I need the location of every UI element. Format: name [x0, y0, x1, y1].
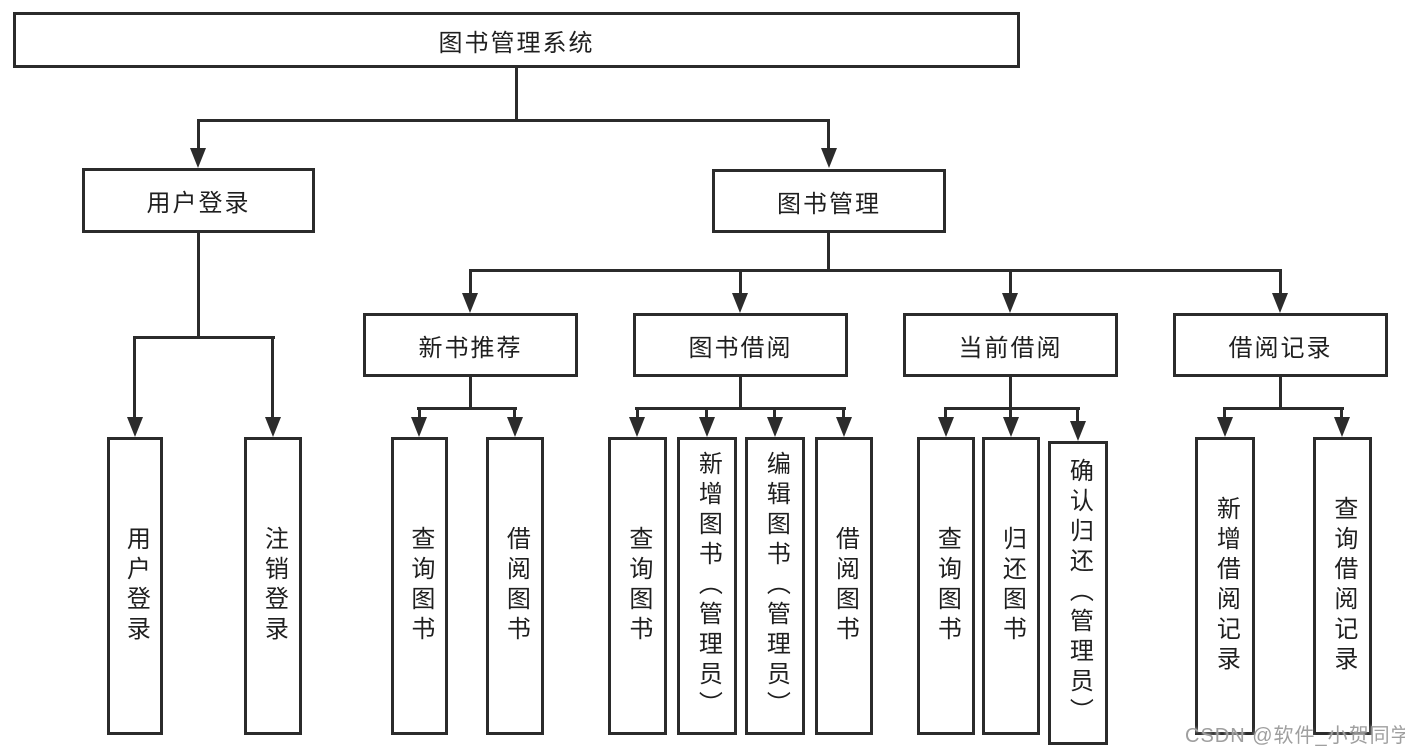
connector-line: [271, 336, 274, 417]
node-label: 查询图书: [624, 526, 652, 646]
node-label: 确认归还（管理员）: [1065, 458, 1093, 728]
node-new-book-recommend: 新书推荐: [363, 313, 578, 377]
connector-line: [842, 407, 845, 417]
arrowhead-down-icon: [190, 148, 206, 168]
leaf-query-books-current: 查询图书: [917, 437, 975, 735]
node-label: 图书管理: [777, 190, 881, 218]
node-label: 当前借阅: [958, 334, 1063, 362]
connector-line: [469, 269, 472, 293]
node-label: 注销登录: [260, 526, 288, 646]
node-label: 查询借阅记录: [1329, 496, 1357, 676]
arrowhead-down-icon: [1272, 293, 1288, 313]
connector-line: [515, 68, 518, 119]
node-label: 借阅记录: [1228, 334, 1333, 362]
node-book-borrowing: 图书借阅: [633, 313, 848, 377]
node-book-management: 图书管理: [712, 169, 946, 233]
node-label: 新增图书（管理员）: [694, 451, 722, 721]
connector-line: [469, 269, 1282, 272]
connector-line: [773, 407, 776, 417]
arrowhead-down-icon: [1334, 417, 1350, 437]
connector-line: [469, 377, 472, 407]
arrowhead-down-icon: [938, 417, 954, 437]
arrowhead-down-icon: [836, 417, 852, 437]
connector-line: [1279, 377, 1282, 407]
arrowhead-down-icon: [1217, 417, 1233, 437]
connector-line: [197, 233, 200, 336]
connector-line: [1009, 377, 1012, 407]
arrowhead-down-icon: [732, 293, 748, 313]
connector-line: [944, 407, 1080, 410]
leaf-return-books: 归还图书: [982, 437, 1040, 735]
leaf-edit-books-admin: 编辑图书（管理员）: [745, 437, 805, 735]
node-label: 查询图书: [406, 526, 434, 646]
csdn-watermark: CSDN @软件_小贺同学: [1185, 725, 1405, 747]
leaf-add-borrowing-record: 新增借阅记录: [1195, 437, 1255, 735]
connector-line: [417, 407, 517, 410]
leaf-add-books-admin: 新增图书（管理员）: [677, 437, 737, 735]
arrowhead-down-icon: [127, 417, 143, 437]
connector-line: [133, 336, 275, 339]
connector-line: [513, 407, 516, 417]
arrowhead-down-icon: [507, 417, 523, 437]
node-label: 用户登录: [122, 526, 150, 646]
connector-line: [1223, 407, 1226, 417]
leaf-borrow-books-borrowing: 借阅图书: [815, 437, 873, 735]
connector-line: [944, 407, 947, 417]
node-borrowing-records: 借阅记录: [1173, 313, 1388, 377]
leaf-confirm-return-admin: 确认归还（管理员）: [1048, 441, 1108, 745]
arrowhead-down-icon: [1002, 293, 1018, 313]
node-label: 新增借阅记录: [1212, 496, 1240, 676]
leaf-query-books-borrowing: 查询图书: [608, 437, 667, 735]
leaf-logout: 注销登录: [244, 437, 302, 735]
node-label: 借阅图书: [831, 526, 859, 646]
connector-line: [1076, 407, 1079, 421]
arrowhead-down-icon: [265, 417, 281, 437]
arrowhead-down-icon: [821, 148, 837, 168]
node-label: 借阅图书: [502, 526, 530, 646]
node-label: 图书借阅: [688, 334, 793, 362]
arrowhead-down-icon: [629, 417, 645, 437]
node-label: 编辑图书（管理员）: [762, 451, 790, 721]
arrowhead-down-icon: [767, 417, 783, 437]
connector-line: [739, 269, 742, 293]
node-label: 新书推荐: [418, 334, 523, 362]
connector-line: [636, 407, 639, 417]
arrowhead-down-icon: [411, 417, 427, 437]
connector-line: [1223, 407, 1344, 410]
connector-line: [197, 119, 200, 148]
connector-line: [827, 233, 830, 269]
arrowhead-down-icon: [462, 293, 478, 313]
arrowhead-down-icon: [1070, 421, 1086, 441]
node-user-login: 用户登录: [82, 168, 315, 233]
connector-line: [739, 377, 742, 407]
leaf-query-books-recommend: 查询图书: [391, 437, 448, 735]
connector-line: [827, 119, 830, 148]
connector-line: [133, 336, 136, 417]
node-current-borrowing: 当前借阅: [903, 313, 1118, 377]
node-label: 归还图书: [998, 526, 1026, 646]
node-library-management-system: 图书管理系统: [13, 12, 1020, 68]
leaf-borrow-books-recommend: 借阅图书: [486, 437, 544, 735]
connector-line: [1279, 269, 1282, 293]
arrowhead-down-icon: [699, 417, 715, 437]
connector-line: [1009, 407, 1012, 417]
connector-line: [1340, 407, 1343, 417]
connector-line: [635, 407, 846, 410]
connector-line: [1009, 269, 1012, 293]
node-label: 查询图书: [933, 526, 961, 646]
leaf-query-borrowing-record: 查询借阅记录: [1313, 437, 1372, 735]
leaf-user-login: 用户登录: [107, 437, 163, 735]
node-label: 用户登录: [146, 190, 251, 217]
connector-line: [705, 407, 708, 417]
connector-line: [418, 407, 421, 417]
node-label: 图书管理系统: [438, 29, 595, 57]
connector-line: [197, 119, 830, 122]
arrowhead-down-icon: [1003, 417, 1019, 437]
